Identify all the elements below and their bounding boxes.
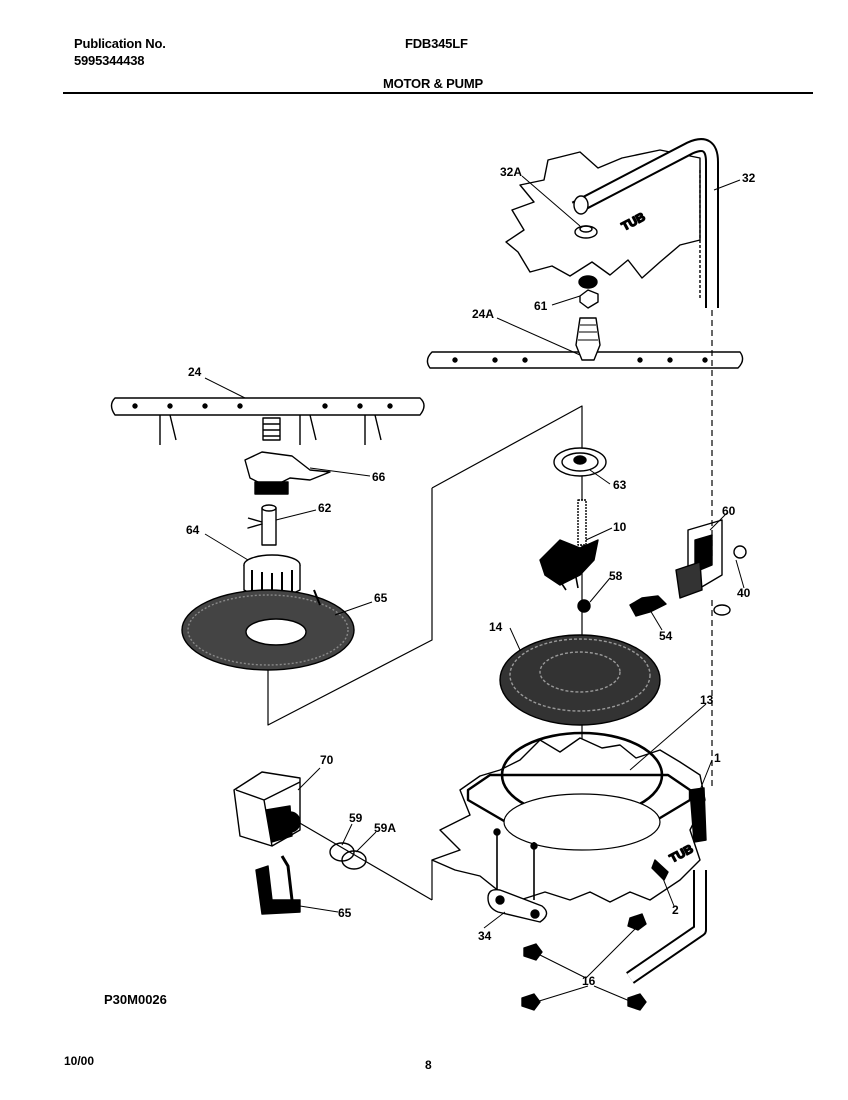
bearing-61	[578, 275, 598, 289]
nut-16-a	[523, 943, 543, 961]
callout-70: 70	[320, 753, 334, 767]
publication-label: Publication No.	[74, 36, 166, 51]
callout-58: 58	[609, 569, 623, 583]
callout-59a: 59A	[374, 821, 396, 835]
callout-62: 62	[318, 501, 332, 515]
nut-16-b	[627, 913, 647, 931]
spray-arm-manifold	[575, 317, 601, 361]
callout-13: 13	[700, 693, 714, 707]
callout-63: 63	[613, 478, 627, 492]
callout-66: 66	[372, 470, 386, 484]
callout-54: 54	[659, 629, 673, 643]
clip-40-a	[733, 545, 747, 559]
callout-65-filter: 65	[374, 591, 388, 605]
impeller-shaft-10	[577, 499, 587, 546]
callout-1: 1	[714, 751, 721, 765]
callout-64: 64	[186, 523, 200, 537]
callout-2: 2	[672, 903, 679, 917]
clip-40-b	[713, 604, 731, 616]
diagram-code: P30M0026	[104, 992, 167, 1007]
assembly-guide-left	[267, 405, 583, 745]
header-rule	[63, 92, 813, 94]
callout-59: 59	[349, 811, 363, 825]
motor-guide	[297, 821, 433, 901]
footer-date: 10/00	[64, 1054, 95, 1068]
callout-24a: 24A	[472, 307, 494, 321]
seal-58	[577, 599, 591, 613]
publication-number: 5995344438	[74, 53, 145, 68]
gasket-13	[466, 773, 692, 844]
oring-59a	[341, 850, 367, 870]
motor-bracket-65	[255, 865, 301, 915]
callout-14: 14	[489, 620, 503, 634]
model-number: FDB345LF	[405, 36, 468, 51]
callout-32: 32	[742, 171, 756, 185]
fine-filter-14	[499, 634, 661, 726]
callout-65-bracket: 65	[338, 906, 352, 920]
callout-40: 40	[737, 586, 751, 600]
callout-61: 61	[534, 299, 548, 313]
impeller-10	[539, 539, 599, 586]
callout-10: 10	[613, 520, 627, 534]
tub-wall-top	[505, 149, 701, 279]
page-number: 8	[425, 1058, 432, 1072]
callout-34: 34	[478, 929, 492, 943]
section-title: MOTOR & PUMP	[383, 76, 483, 91]
callout-16: 16	[582, 974, 596, 988]
tube-62	[261, 507, 277, 546]
lower-spray-arm	[110, 397, 425, 416]
callout-24: 24	[188, 365, 202, 379]
solenoid-54	[629, 595, 667, 617]
callout-60: 60	[722, 504, 736, 518]
nut-16-d	[627, 993, 647, 1011]
callout-32a: 32A	[500, 165, 522, 179]
nut-16-c	[521, 993, 541, 1011]
